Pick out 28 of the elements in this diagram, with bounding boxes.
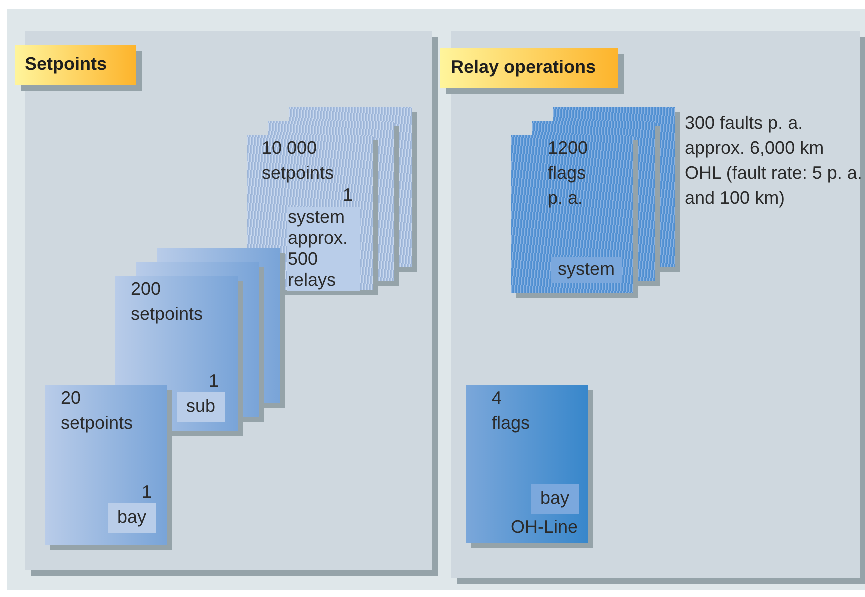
setpoint-sheet (247, 135, 373, 290)
count-label: 1 (342, 184, 353, 207)
note-text: 300 faults p. a. approx. 6,000 km OHL (fault rate: 5 p. a. and 100 km) (685, 112, 863, 210)
card-text: system (556, 258, 616, 281)
count-label: 1 (208, 370, 219, 393)
card-text: 200 setpoints (131, 278, 204, 326)
tab-title: Relay operations (451, 56, 598, 79)
card-text: system approx. 500 relays (288, 207, 350, 291)
level-label (531, 484, 579, 514)
card-text: 4 flags (492, 387, 532, 435)
setpoint-sheet (45, 385, 167, 545)
level-label (287, 207, 360, 291)
card-text: bay (539, 487, 571, 510)
level-label (177, 392, 225, 422)
level-label (551, 257, 622, 283)
card-text: 20 setpoints (61, 387, 134, 435)
flag-sheet (511, 135, 633, 293)
card-text: bay (116, 506, 148, 529)
section-tab (15, 45, 136, 85)
level-label (108, 503, 156, 533)
card-text: sub (185, 395, 217, 418)
flag-sheet (466, 385, 588, 543)
count-label: 1 (140, 481, 152, 504)
card-text: 1200 flags p. a. (548, 137, 590, 210)
tab-title: Setpoints (25, 53, 108, 76)
section-tab (440, 48, 618, 88)
card-text: 10 000 setpoints (262, 137, 336, 185)
card-text: OH-Line (510, 516, 578, 539)
